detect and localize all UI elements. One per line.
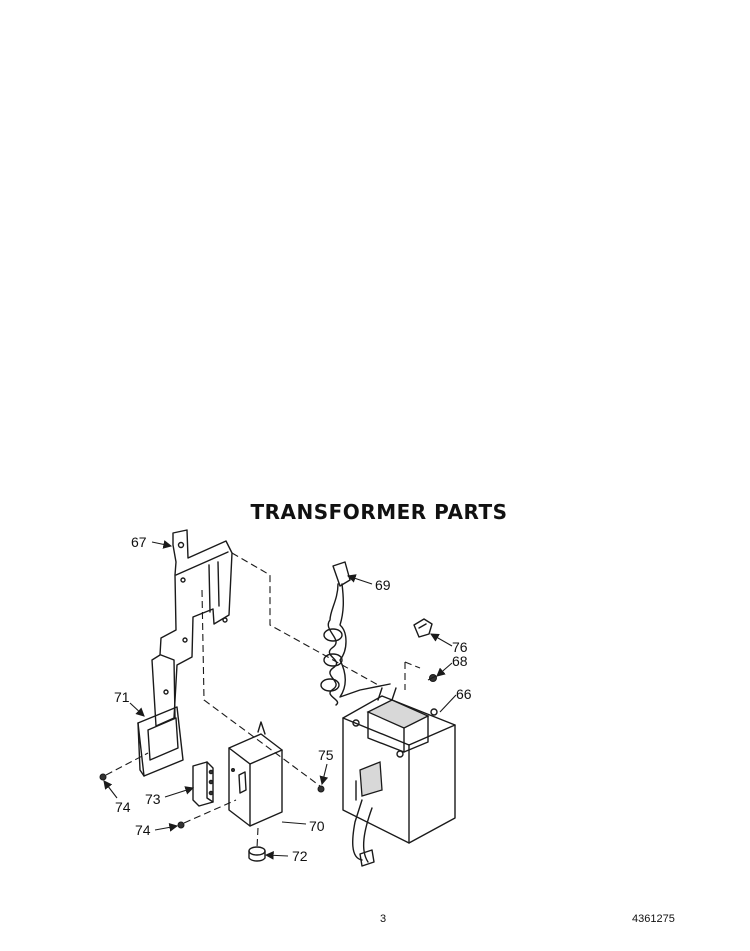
page-number: 3 xyxy=(380,913,387,925)
screws xyxy=(99,773,325,829)
callout-74-left: 74 xyxy=(115,799,131,815)
callout-72: 72 xyxy=(292,848,308,864)
leader-lines xyxy=(103,540,457,860)
power-cord xyxy=(320,561,391,706)
diagram-title: TRANSFORMER PARTS xyxy=(250,500,508,524)
transformer xyxy=(342,687,456,867)
screw-68 xyxy=(427,674,437,682)
document-number: 4361275 xyxy=(632,913,675,925)
callout-76: 76 xyxy=(452,639,468,655)
callout-67: 67 xyxy=(131,534,147,550)
bracket-plate xyxy=(137,706,184,777)
box-component xyxy=(228,721,283,827)
callout-74-bottom: 74 xyxy=(135,822,151,838)
callout-labels: 67 69 76 68 66 71 75 73 74 74 70 72 xyxy=(114,534,472,864)
callout-73: 73 xyxy=(145,791,161,807)
callout-75: 75 xyxy=(318,747,334,763)
callout-68: 68 xyxy=(452,653,468,669)
small-block xyxy=(192,761,214,807)
assembly-lines xyxy=(105,552,421,849)
callout-71: 71 xyxy=(114,689,130,705)
callout-66: 66 xyxy=(456,686,472,702)
clip xyxy=(413,618,433,638)
mounting-bracket xyxy=(151,529,233,727)
callout-69: 69 xyxy=(375,577,391,593)
nut xyxy=(248,846,266,862)
callout-70: 70 xyxy=(309,818,325,834)
